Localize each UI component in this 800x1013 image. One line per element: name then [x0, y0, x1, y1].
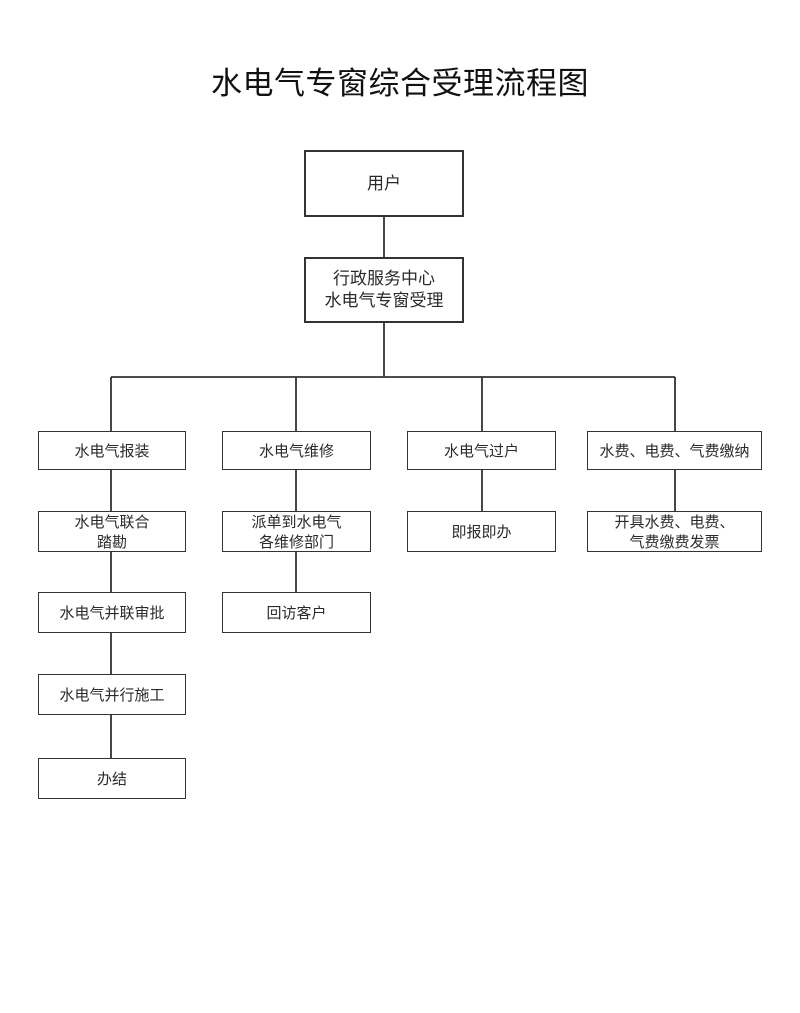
node-survey: 水电气联合 踏勘	[38, 511, 186, 552]
node-complete: 办结	[38, 758, 186, 799]
node-revisit: 回访客户	[222, 592, 371, 633]
node-invoice: 开具水费、电费、 气费缴费发票	[587, 511, 762, 552]
node-transfer: 水电气过户	[407, 431, 556, 470]
node-dispatch: 派单到水电气 各维修部门	[222, 511, 371, 552]
node-repair: 水电气维修	[222, 431, 371, 470]
node-install: 水电气报装	[38, 431, 186, 470]
page-title: 水电气专窗综合受理流程图	[211, 66, 589, 102]
node-instant: 即报即办	[407, 511, 556, 552]
node-center: 行政服务中心 水电气专窗受理	[304, 257, 464, 323]
node-user: 用户	[304, 150, 464, 217]
node-payment: 水费、电费、气费缴纳	[587, 431, 762, 470]
node-approve: 水电气并联审批	[38, 592, 186, 633]
node-construct: 水电气并行施工	[38, 674, 186, 715]
